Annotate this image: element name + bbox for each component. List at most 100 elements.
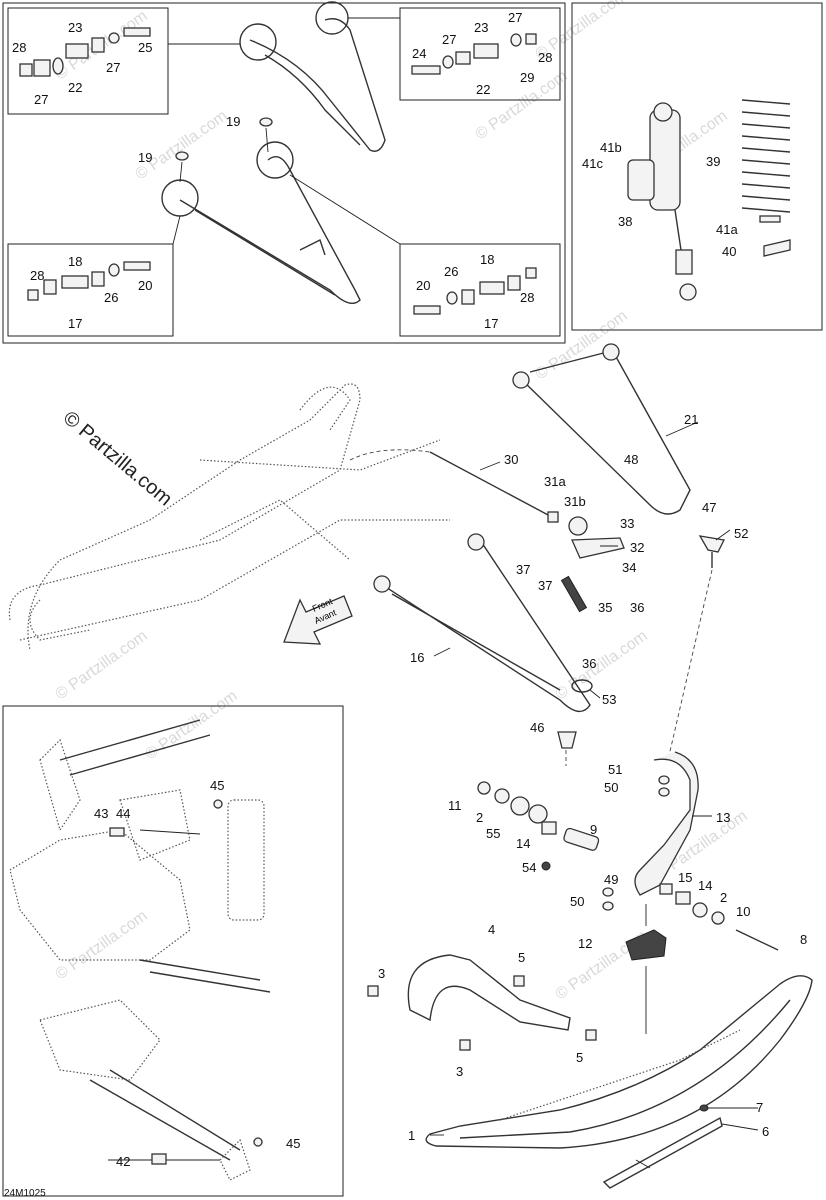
stud-line	[635, 1159, 651, 1169]
callout-16: 16	[410, 650, 424, 665]
diagram-code: 24M1025	[4, 1188, 46, 1199]
cap-10	[711, 911, 725, 925]
hardware-upper-left	[19, 27, 151, 77]
sway-bar-dash	[349, 449, 431, 461]
callout-29: 29	[520, 70, 534, 85]
spring-seat	[763, 239, 791, 257]
inset-frame	[2, 2, 566, 344]
sleeve-icon	[65, 43, 89, 59]
callout-27: 27	[442, 32, 456, 47]
callout-41c: 41c	[582, 156, 603, 171]
grease-fitting-54	[541, 861, 551, 871]
callout-50: 50	[604, 780, 618, 795]
bushing-icon	[461, 289, 475, 305]
watermark-text: © Partzilla.com	[133, 108, 231, 184]
washer-19-icon	[259, 117, 273, 127]
callout-49: 49	[604, 872, 618, 887]
inset-shock-absorber	[571, 2, 823, 331]
callout-3: 3	[456, 1064, 463, 1079]
bolt-icon	[411, 65, 441, 75]
bushing-icon	[455, 51, 471, 65]
callout-15: 15	[678, 870, 692, 885]
bolt-5	[513, 975, 525, 987]
lower-a-arm-bushing	[467, 533, 485, 551]
callout-34: 34	[622, 560, 636, 575]
callout-37: 37	[538, 578, 552, 593]
shock-bottom-eye	[679, 283, 697, 301]
callout-28: 28	[30, 268, 44, 283]
washer-51	[658, 775, 670, 785]
lower-a-arm-tube	[89, 1069, 241, 1161]
callout-20: 20	[416, 278, 430, 293]
inset-a-arm-hardware	[2, 1, 566, 344]
callout-5: 5	[518, 950, 525, 965]
bolt-42	[151, 1153, 167, 1165]
bolt-3	[459, 1039, 471, 1051]
upper-a-arm-21-crossbar	[529, 349, 616, 373]
lower-a-arm-bushing-front	[161, 179, 199, 217]
ball-joint-52	[698, 535, 725, 553]
callout-2: 2	[476, 810, 483, 825]
chassis-frame	[8, 383, 361, 651]
bushing-31a	[547, 511, 559, 523]
link-35	[560, 575, 588, 613]
callout-24: 24	[412, 46, 426, 61]
callout-39: 39	[706, 154, 720, 169]
upper-a-arm-21	[519, 354, 691, 515]
callout-45: 45	[210, 778, 224, 793]
detail-box-lower-left	[7, 243, 174, 337]
callout-18: 18	[68, 254, 82, 269]
upper-a-arm-bushing-front	[239, 23, 277, 61]
nut-icon	[525, 33, 537, 45]
callout-6: 6	[762, 1124, 769, 1139]
boot-53	[571, 679, 593, 693]
bushing-55	[510, 796, 530, 816]
dash-line	[667, 569, 713, 761]
callout-23: 23	[474, 20, 488, 35]
bushing-15	[659, 883, 673, 895]
callout-31b: 31b	[564, 494, 586, 509]
sway-bar-bracket-32	[571, 537, 625, 559]
bushing-icon	[507, 275, 521, 291]
callout-17: 17	[68, 316, 82, 331]
callout-54: 54	[522, 860, 536, 875]
sleeve-icon	[479, 281, 505, 295]
watermark-text: © Partzilla.com	[143, 688, 241, 764]
lower-a-arm-outline	[179, 156, 361, 304]
bushing-55	[528, 804, 548, 824]
nut-icon	[525, 267, 537, 279]
front-direction-arrow: Front Avant	[283, 595, 353, 645]
hardware-upper-right	[411, 33, 537, 75]
callout-10: 10	[736, 904, 750, 919]
frame-bracket	[119, 789, 191, 861]
washer-icon	[446, 291, 458, 305]
nut-50	[658, 787, 670, 797]
callout-8: 8	[800, 932, 807, 947]
leader-line	[715, 529, 731, 541]
callout-30: 30	[504, 452, 518, 467]
upper-frame-rail	[199, 439, 441, 471]
hardware-lower-right	[413, 267, 537, 315]
callout-37: 37	[516, 562, 530, 577]
hardware-lower-left	[27, 261, 151, 301]
sleeve-icon	[473, 43, 499, 59]
callout-22: 22	[68, 80, 82, 95]
bushing-14	[541, 821, 557, 835]
callout-14: 14	[698, 878, 712, 893]
chassis-ski-loop	[29, 599, 91, 641]
arrow-icon	[283, 595, 353, 645]
inset-frame	[2, 705, 344, 1197]
lower-frame-rail	[19, 519, 450, 641]
ball-joint-46	[557, 731, 577, 749]
detail-box-upper-left	[7, 7, 169, 115]
leader-line	[172, 215, 181, 245]
callout-27: 27	[34, 92, 48, 107]
bolt-5	[585, 1029, 597, 1041]
callout-9: 9	[590, 822, 597, 837]
bolt-icon	[123, 27, 151, 37]
watermark-text: © Partzilla.com	[53, 908, 151, 984]
bolt-43	[109, 827, 125, 837]
callout-38: 38	[618, 214, 632, 229]
